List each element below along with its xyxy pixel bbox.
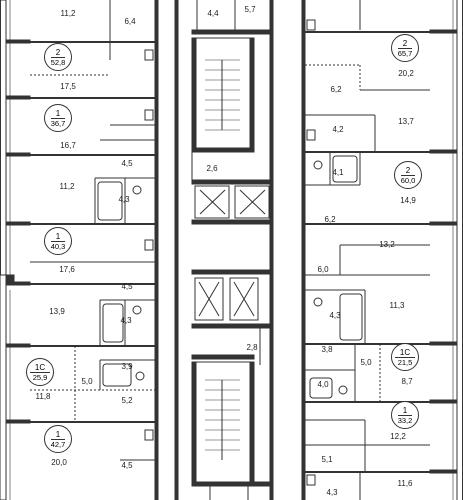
room-area-label: 11,2 [60,9,76,18]
room-area-label: 5,1 [321,455,333,464]
apartment-area: 60,0 [400,175,416,185]
apartment-badge: 2 60,0 [394,161,422,189]
rooms-count: 1 [397,406,413,416]
room-area-label: 5,7 [244,5,256,14]
rooms-count: 2 [397,39,413,49]
room-area-label: 13,2 [379,240,395,249]
apartment-area: 25,9 [32,372,48,382]
rooms-count: 1С [29,363,51,373]
center-core-walls [174,0,274,500]
room-area-label: 11,8 [35,392,51,401]
room-area-label: 5,0 [81,377,93,386]
room-area-label: 4,3 [120,316,132,325]
right-wing-walls [301,0,463,500]
room-area-label: 11,3 [389,301,405,310]
apartment-badge: 2 65,7 [391,34,419,62]
apartment-area: 52,8 [50,57,66,67]
room-area-label: 4,5 [121,282,133,291]
room-area-label: 17,6 [59,265,75,274]
rooms-count: 1С [394,348,416,358]
room-area-label: 13,7 [398,117,414,126]
room-area-label: 17,5 [60,82,76,91]
room-area-label: 11,6 [397,479,413,488]
rooms-count: 2 [50,48,66,58]
room-area-label: 4,0 [317,380,329,389]
room-area-label: 6,2 [324,215,336,224]
apartment-badge: 2 52,8 [44,43,72,71]
room-area-label: 4,3 [326,488,338,497]
apartment-badge: 1 36,7 [44,104,72,132]
room-area-label: 4,5 [121,159,133,168]
room-area-label: 4,5 [121,461,133,470]
room-area-label: 4,3 [118,195,130,204]
room-area-label: 2,6 [206,164,218,173]
apartment-badge: 1 33,2 [391,401,419,429]
apartment-area: 65,7 [397,48,413,58]
apartment-area: 21,5 [397,357,413,367]
room-area-label: 2,8 [246,343,258,352]
room-area-label: 20,2 [398,69,414,78]
apartment-badge: 1С 25,9 [26,358,54,386]
room-area-label: 4,3 [329,311,341,320]
rooms-count: 1 [50,232,66,242]
apartment-badge: 1С 21,5 [391,343,419,371]
room-area-label: 4,4 [207,9,219,18]
room-area-label: 12,2 [390,432,406,441]
apartment-area: 40,3 [50,241,66,251]
apartment-area: 42,7 [50,439,66,449]
room-area-label: 14,9 [400,196,416,205]
room-area-label: 16,7 [60,141,76,150]
apartment-badge: 1 40,3 [44,227,72,255]
apartment-area: 36,7 [50,118,66,128]
room-area-label: 8,7 [401,377,413,386]
rooms-count: 1 [50,109,66,119]
room-area-label: 3,8 [321,345,333,354]
rooms-count: 2 [400,166,416,176]
apartment-badge: 1 42,7 [44,425,72,453]
room-area-label: 4,1 [332,168,344,177]
apartment-area: 33,2 [397,415,413,425]
room-area-label: 4,2 [332,125,344,134]
room-area-label: 13,9 [49,307,65,316]
room-area-label: 6,4 [124,17,136,26]
room-area-label: 5,2 [121,396,133,405]
left-wing-walls [0,0,159,500]
room-area-label: 6,0 [317,265,329,274]
room-area-label: 5,0 [360,358,372,367]
room-area-label: 20,0 [51,458,67,467]
room-area-label: 3,9 [121,362,133,371]
room-area-label: 11,2 [59,182,75,191]
room-area-label: 6,2 [330,85,342,94]
rooms-count: 1 [50,430,66,440]
